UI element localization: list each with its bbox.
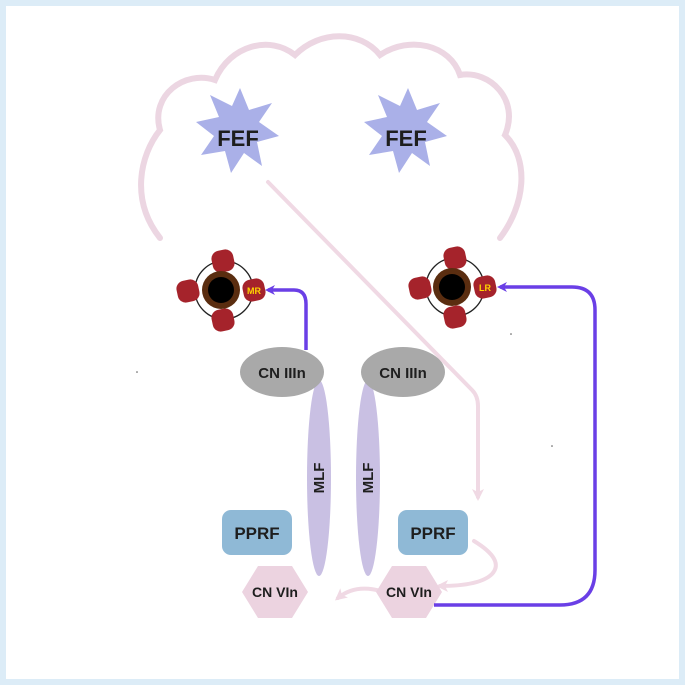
cn3-to-mr-pathway <box>265 285 308 350</box>
cn3-left-label: CN IIIn <box>258 365 306 382</box>
cn3-right-label: CN IIIn <box>379 365 427 382</box>
left-eye-muscle-label: MR <box>247 286 261 296</box>
pprf-to-cn6-pathway <box>436 539 498 592</box>
cn6-left-label: CN VIn <box>252 584 298 600</box>
brain-outline <box>138 33 525 241</box>
mlf-left <box>307 380 331 576</box>
cn3-left-nucleus <box>240 347 324 397</box>
fef-to-pprf-pathway <box>266 180 484 501</box>
cn6-right-label: CN VIn <box>386 584 432 600</box>
speck <box>551 445 553 447</box>
fef-left-label: FEF <box>217 126 259 151</box>
cn6-left-nucleus <box>242 566 308 618</box>
fef-left-star <box>196 88 279 173</box>
speck <box>136 371 138 373</box>
mlf-right-label: MLF <box>360 463 377 494</box>
pprf-left-label: PPRF <box>234 524 279 543</box>
speck <box>510 333 512 335</box>
pprf-right-label: PPRF <box>410 524 455 543</box>
mlf-left-label: MLF <box>311 463 328 494</box>
right-eye: LR <box>408 246 497 329</box>
pprf-right-box <box>398 510 468 555</box>
mlf-right <box>356 380 380 576</box>
pprf-left-box <box>222 510 292 555</box>
cn6-to-lr-pathway <box>434 282 597 607</box>
cn3-right-nucleus <box>361 347 445 397</box>
right-eye-muscle-label: LR <box>479 283 491 293</box>
fef-right-label: FEF <box>385 126 427 151</box>
fef-right-star <box>364 88 447 173</box>
left-eye: MR <box>176 249 266 332</box>
cn6-right-nucleus <box>376 566 442 618</box>
